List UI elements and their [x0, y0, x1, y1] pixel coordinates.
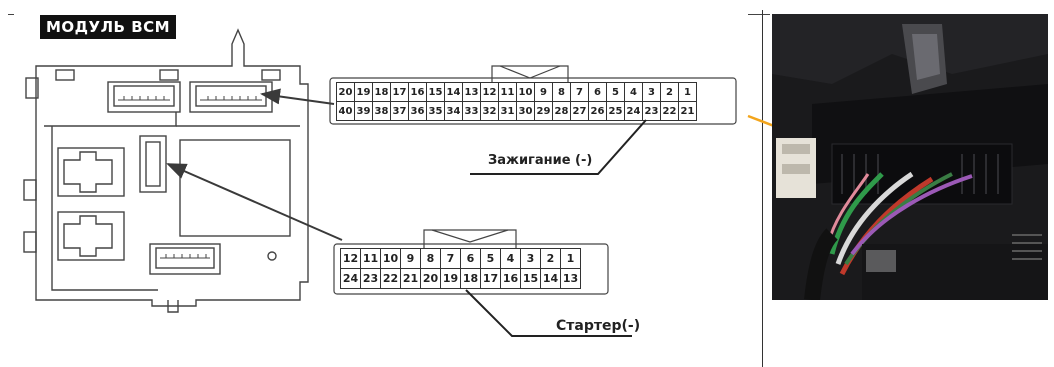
- connector-photo: [772, 14, 1048, 300]
- pin-cell: 40: [336, 101, 355, 121]
- pin-cell: 13: [560, 268, 581, 289]
- pin-cell: 34: [444, 101, 463, 121]
- pin-cell: 8: [420, 248, 441, 269]
- pin-cell: 11: [498, 82, 517, 102]
- pin-cell: 7: [440, 248, 461, 269]
- pin-cell: 36: [408, 101, 427, 121]
- connector-40pin: 20 19 18 17 16 15 14 13 12 11 10 9 8 7 6…: [336, 82, 697, 121]
- connector-row: 12 11 10 9 8 7 6 5 4 3 2 1: [340, 248, 581, 269]
- pin-cell: 5: [480, 248, 501, 269]
- connector-row: 40 39 38 37 36 35 34 33 32 31 30 29 28 2…: [336, 101, 697, 121]
- pin-cell: 22: [660, 101, 679, 121]
- pin-cell: 15: [520, 268, 541, 289]
- pin-cell: 9: [534, 82, 553, 102]
- pin-cell: 9: [400, 248, 421, 269]
- pin-cell: 6: [460, 248, 481, 269]
- pin-cell: 4: [624, 82, 643, 102]
- pin-cell: 17: [480, 268, 501, 289]
- pin-cell: 26: [588, 101, 607, 121]
- pin-cell: 23: [360, 268, 381, 289]
- pin-cell: 16: [408, 82, 427, 102]
- pin-cell: 4: [500, 248, 521, 269]
- pin-cell: 7: [570, 82, 589, 102]
- pin-cell: 27: [570, 101, 589, 121]
- pin-cell: 38: [372, 101, 391, 121]
- pin-cell: 19: [440, 268, 461, 289]
- pin-cell: 15: [426, 82, 445, 102]
- pin-cell: 18: [372, 82, 391, 102]
- pin-cell: 28: [552, 101, 571, 121]
- divider-line: [762, 10, 763, 367]
- connector-photo-image: [772, 14, 1048, 300]
- pin-cell: 17: [390, 82, 409, 102]
- pin-cell: 35: [426, 101, 445, 121]
- pin-cell: 33: [462, 101, 481, 121]
- pin-cell: 8: [552, 82, 571, 102]
- starter-label: Стартер(-): [556, 318, 641, 334]
- pin-cell: 13: [462, 82, 481, 102]
- pin-cell: 21: [678, 101, 697, 121]
- pin-cell: 20: [420, 268, 441, 289]
- pin-cell: 5: [606, 82, 625, 102]
- pin-cell: 10: [380, 248, 401, 269]
- pin-cell: 25: [606, 101, 625, 121]
- bcm-module-drawing: [23, 28, 309, 313]
- pin-cell: 21: [400, 268, 421, 289]
- pin-cell: 3: [520, 248, 541, 269]
- pin-cell: 37: [390, 101, 409, 121]
- pin-cell: 18: [460, 268, 481, 289]
- pin-cell: 16: [500, 268, 521, 289]
- pin-cell: 11: [360, 248, 381, 269]
- connector-row: 20 19 18 17 16 15 14 13 12 11 10 9 8 7 6…: [336, 82, 697, 102]
- pin-cell: 6: [588, 82, 607, 102]
- pin-cell: 32: [480, 101, 499, 121]
- pin-cell: 23: [642, 101, 661, 121]
- pin-cell: 12: [480, 82, 499, 102]
- pin-cell: 24: [340, 268, 361, 289]
- pin-cell: 1: [678, 82, 697, 102]
- pin-cell: 30: [516, 101, 535, 121]
- pin-cell: 2: [660, 82, 679, 102]
- pin-cell: 1: [560, 248, 581, 269]
- pin-cell: 10: [516, 82, 535, 102]
- ignition-label: Зажигание (-): [488, 153, 593, 168]
- pin-cell: 2: [540, 248, 561, 269]
- pin-cell: 19: [354, 82, 373, 102]
- connector-24pin: 12 11 10 9 8 7 6 5 4 3 2 1 24 23 22 21 2…: [340, 248, 581, 289]
- pin-cell: 12: [340, 248, 361, 269]
- pin-cell: 24: [624, 101, 643, 121]
- pin-cell: 29: [534, 101, 553, 121]
- connector-row: 24 23 22 21 20 19 18 17 16 15 14 13: [340, 268, 581, 289]
- pin-cell: 31: [498, 101, 517, 121]
- pin-cell: 3: [642, 82, 661, 102]
- pin-cell: 14: [540, 268, 561, 289]
- pin-cell: 39: [354, 101, 373, 121]
- pin-cell: 22: [380, 268, 401, 289]
- module-title: МОДУЛЬ ВСМ: [40, 15, 177, 39]
- pin-cell: 20: [336, 82, 355, 102]
- pin-cell: 14: [444, 82, 463, 102]
- edge-tick: [748, 14, 770, 15]
- edge-tick: [8, 14, 14, 15]
